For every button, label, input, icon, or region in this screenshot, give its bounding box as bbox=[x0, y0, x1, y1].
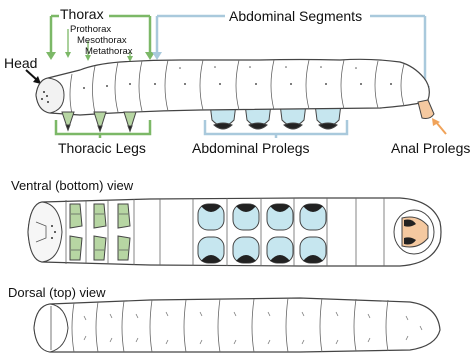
prothorax-label: Prothorax bbox=[70, 24, 111, 35]
dorsal-body-outline bbox=[34, 298, 440, 352]
metathorax-label: Metathorax bbox=[85, 46, 133, 57]
head-label: Head bbox=[4, 55, 37, 71]
ventral-view-label: Ventral (bottom) view bbox=[11, 178, 134, 193]
mesothorax-label: Mesothorax bbox=[77, 35, 127, 46]
anal-prolegs-ventral bbox=[394, 210, 434, 254]
abdominal-segments-label: Abdominal Segments bbox=[229, 8, 362, 24]
dorsal-view-label: Dorsal (top) view bbox=[8, 285, 106, 300]
abdominal-prolegs-label: Abdominal Prolegs bbox=[192, 140, 310, 156]
anal-prolegs-label: Anal Prolegs bbox=[391, 140, 470, 156]
anal-proleg-side bbox=[418, 100, 434, 119]
thorax-label: Thorax bbox=[60, 6, 104, 22]
dorsal-view: Dorsal (top) view bbox=[8, 285, 440, 352]
ventral-view: Ventral (bottom) view bbox=[11, 178, 441, 266]
thoracic-legs-side bbox=[62, 112, 136, 131]
thoracic-legs-label: Thoracic Legs bbox=[58, 140, 146, 156]
side-view: Thorax Prothorax Mesothorax Metathorax A… bbox=[4, 5, 470, 156]
side-view-body bbox=[36, 59, 434, 131]
